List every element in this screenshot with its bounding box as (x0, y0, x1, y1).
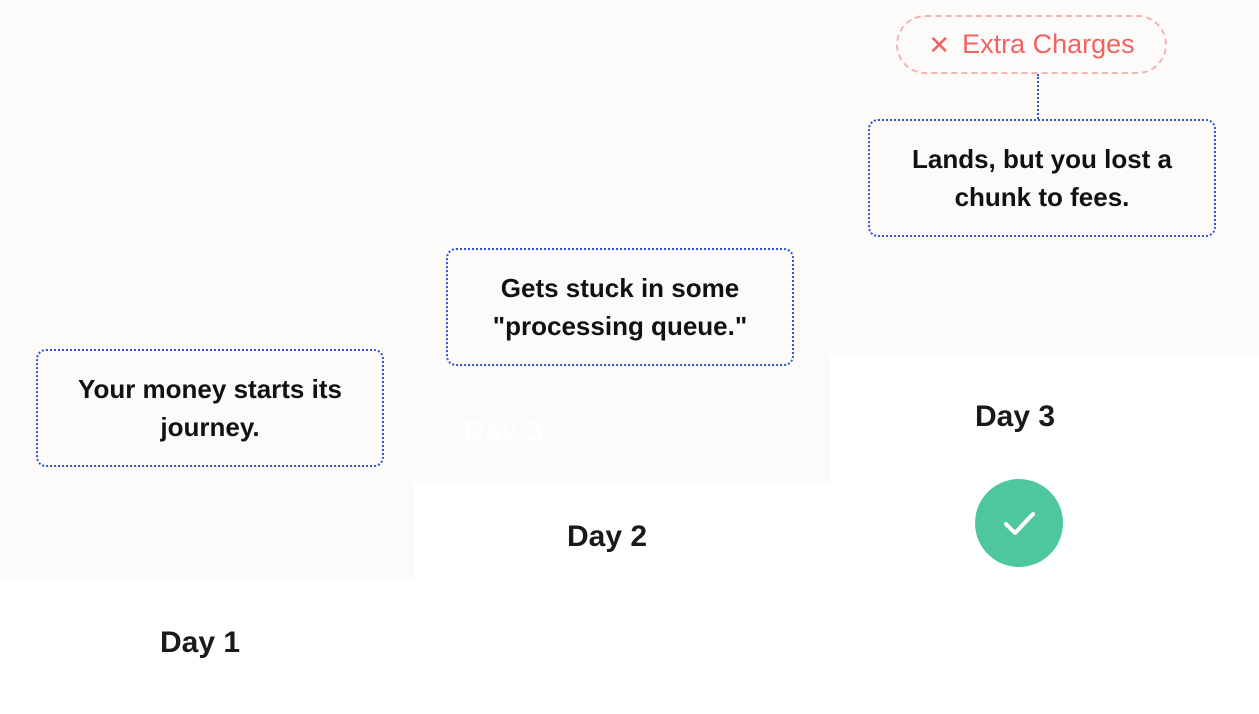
badge-connector-line (1037, 74, 1039, 119)
step-3-description: Lands, but you lost a chunk to fees. (911, 144, 1172, 212)
extra-charges-badge: ✕ Extra Charges (896, 15, 1167, 74)
day-1-label: Day 1 (159, 626, 241, 659)
step-3-description-card: Lands, but you lost a chunk to fees. (868, 119, 1216, 237)
step-2-description: Gets stuck in some "processing queue." (492, 273, 748, 341)
completion-check-badge (975, 479, 1063, 567)
day-3-label: Day 3 (974, 400, 1056, 433)
checkmark-icon (1004, 512, 1035, 535)
step-2-description-card: Gets stuck in some "processing queue." (446, 248, 794, 366)
extra-charges-label: Extra Charges (962, 29, 1135, 59)
faint-day-label: Day 3 (463, 414, 544, 447)
stair-step-1-background (0, 0, 414, 578)
x-icon: ✕ (928, 29, 951, 60)
stair-step-2-background (414, 0, 830, 482)
step-1-description: Your money starts its journey. (78, 374, 342, 442)
step-1-description-card: Your money starts its journey. (36, 349, 384, 467)
day-2-label: Day 2 (566, 520, 648, 553)
